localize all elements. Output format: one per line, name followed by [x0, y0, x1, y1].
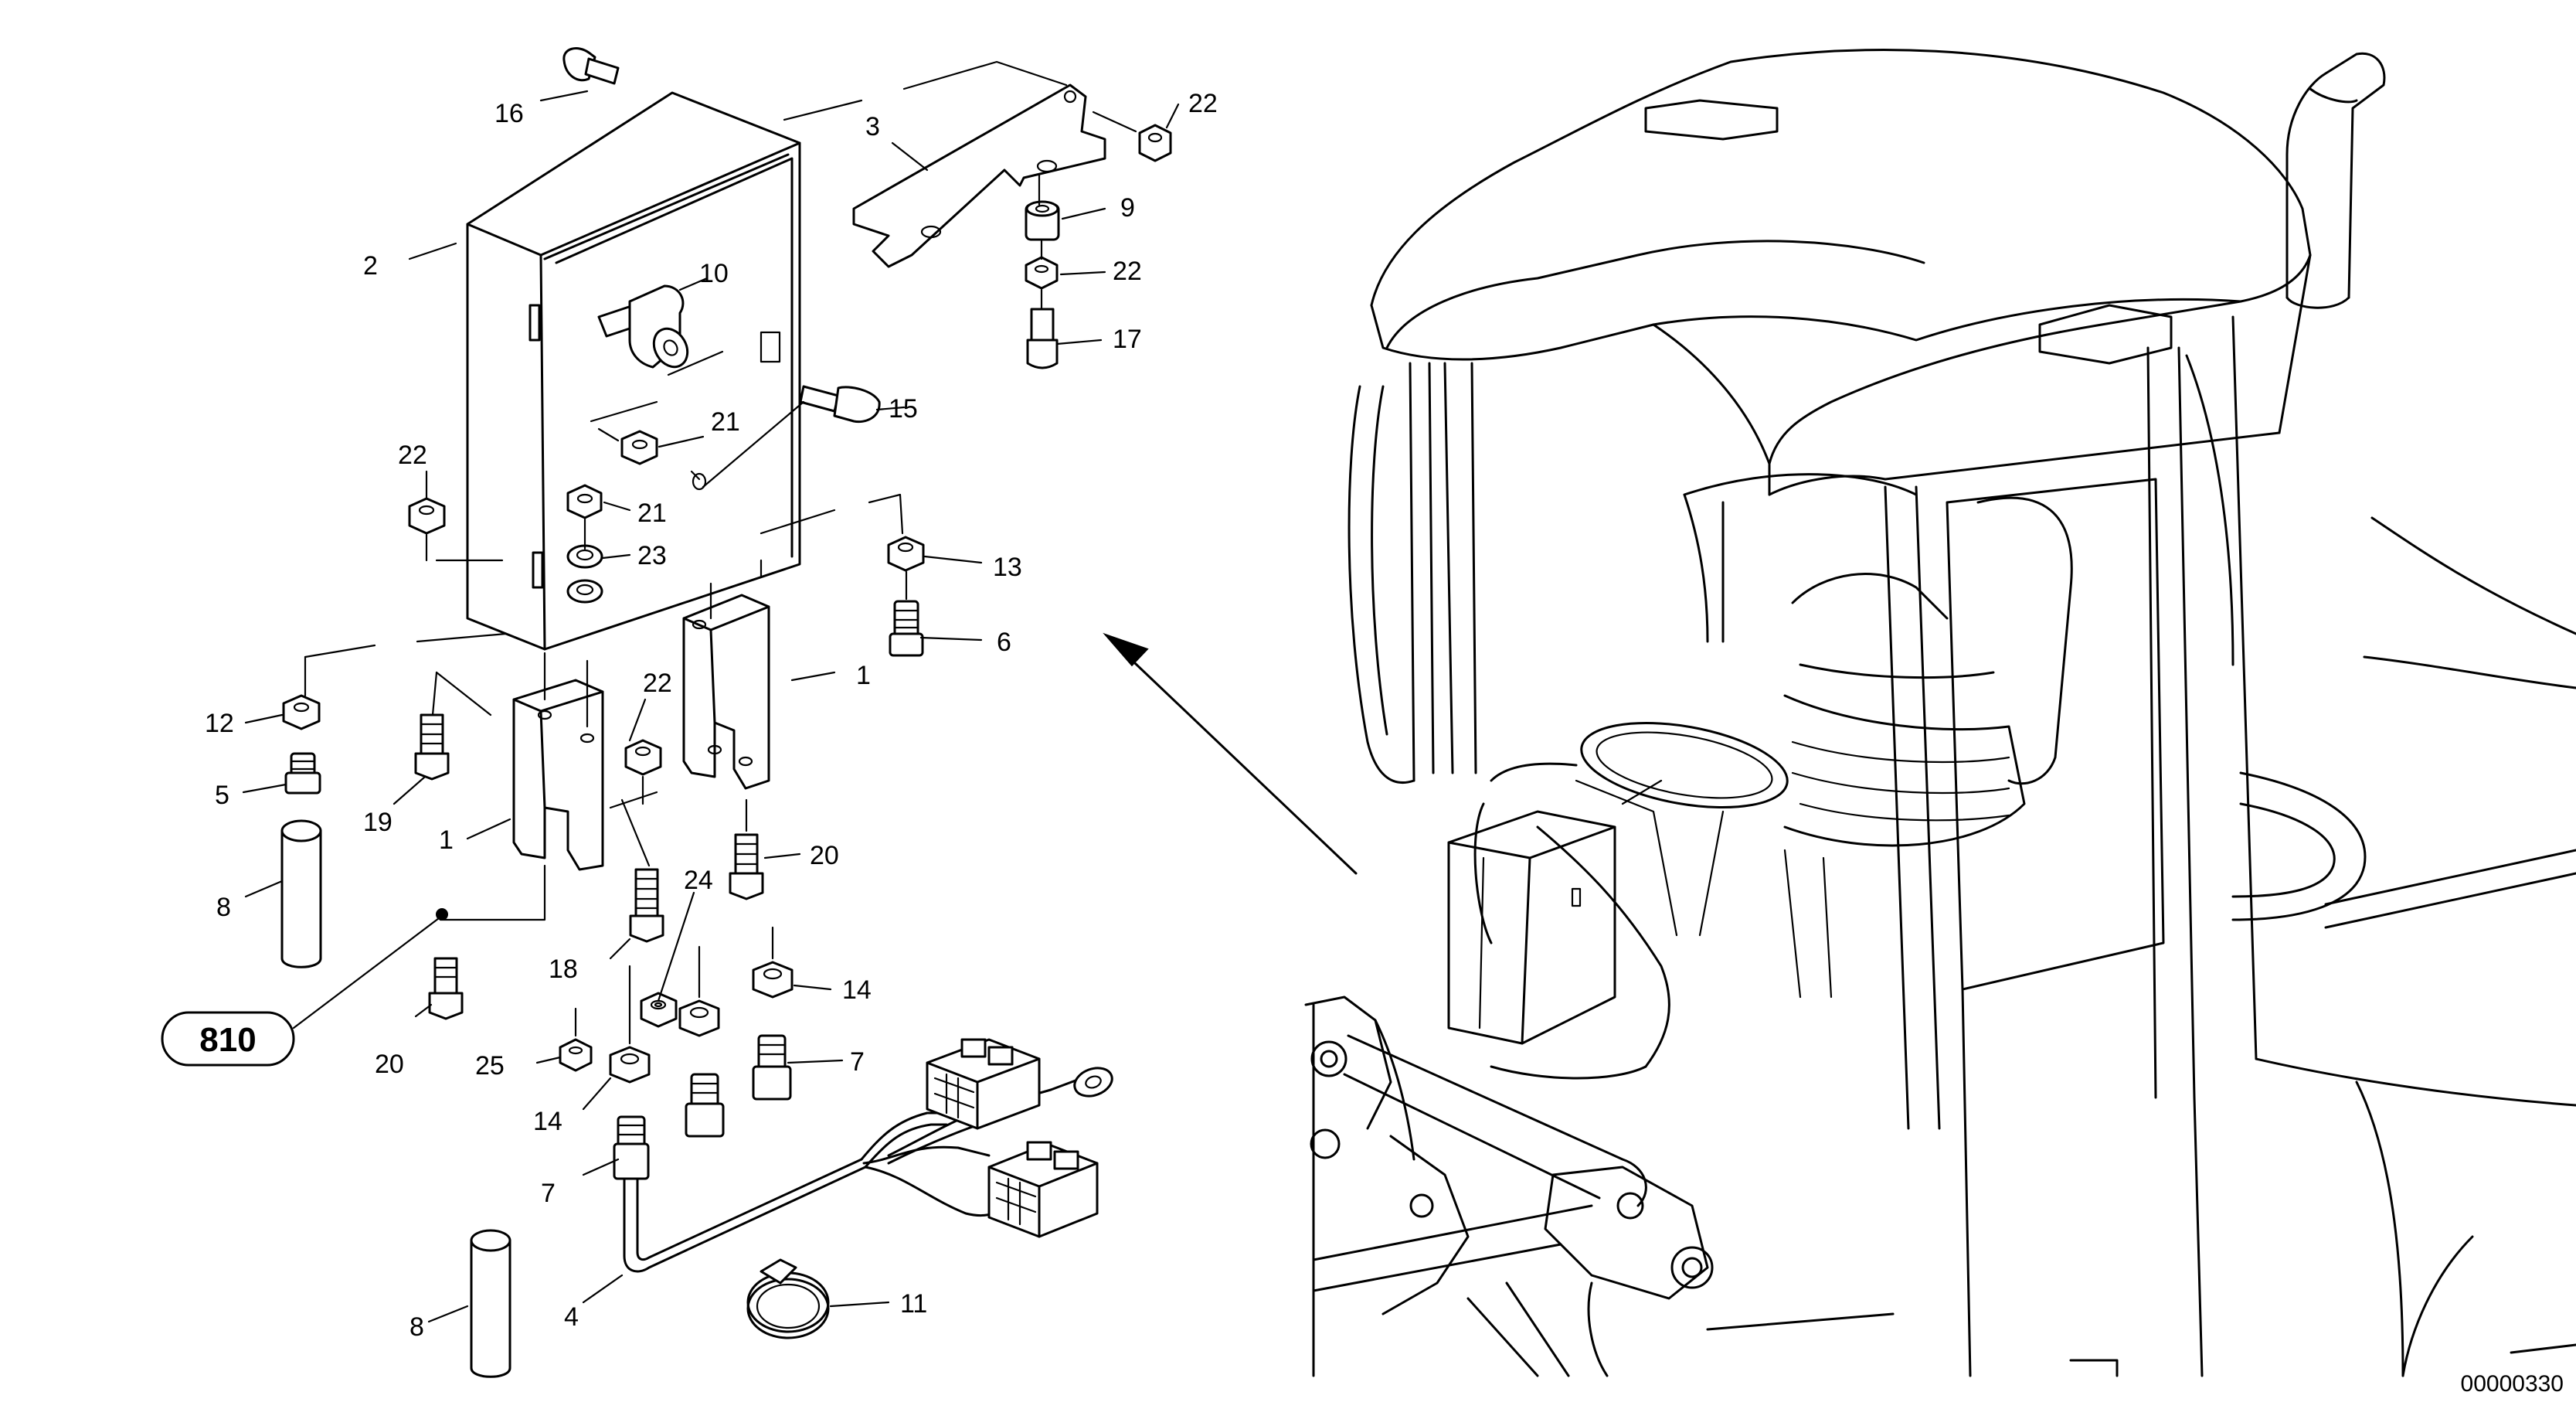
assembly-guide-lines [304, 60, 1137, 1045]
bracket-part-1-right [682, 594, 770, 790]
hole-marker [692, 472, 707, 491]
cable-harness-part-4 [623, 1038, 1113, 1273]
hose-clamp-part-11 [746, 1258, 830, 1339]
label-5: 5 [215, 781, 229, 810]
label-22-left: 22 [398, 441, 427, 470]
label-14-b: 14 [533, 1107, 562, 1136]
label-22-lower: 22 [643, 669, 672, 698]
nut-part-21-b [566, 484, 603, 519]
label-4: 4 [564, 1302, 579, 1332]
label-20-b: 20 [375, 1050, 404, 1079]
label-7-a: 7 [850, 1047, 865, 1077]
spacer-part-10 [597, 284, 689, 369]
label-15: 15 [889, 394, 918, 424]
nut-part-22-left [408, 497, 446, 535]
label-21-b: 21 [637, 499, 667, 528]
label-9: 9 [1120, 193, 1135, 223]
nut-part-14-b [609, 1046, 651, 1084]
nut-part-14-a [752, 961, 794, 999]
reference-810-callout: 810 [161, 908, 448, 1067]
label-24: 24 [684, 866, 713, 895]
label-6: 6 [997, 628, 1011, 657]
label-16: 16 [494, 99, 524, 128]
nut-part-24 [640, 992, 678, 1028]
nut-part-13 [887, 536, 925, 572]
bracket-part-3 [852, 83, 1106, 268]
control-box-part-2 [466, 91, 801, 651]
label-8-b: 8 [410, 1312, 424, 1342]
part-labels: 16 2 3 22 9 22 17 10 21 15 22 21 23 13 6… [205, 89, 1218, 1342]
nut-part-12 [282, 694, 321, 730]
bolt-part-18 [629, 868, 664, 943]
bolt-part-19 [414, 713, 450, 781]
label-10: 10 [699, 259, 729, 288]
drawing-code: 00000330 [2461, 1371, 2564, 1397]
label-3: 3 [865, 112, 880, 141]
label-1-left: 1 [439, 825, 454, 855]
nut-part-unlabeled [678, 999, 720, 1037]
label-21-a: 21 [711, 407, 740, 437]
bracket-part-1-left [512, 679, 604, 871]
stud-part-6 [889, 600, 924, 657]
bolt-part-15 [799, 385, 881, 424]
bolt-part-20-b [428, 957, 464, 1020]
label-7-b: 7 [541, 1179, 556, 1208]
fitting-part-unlabeled [685, 1073, 725, 1138]
label-8-a: 8 [216, 893, 231, 922]
tube-part-8-b [470, 1229, 511, 1378]
label-23: 23 [637, 541, 667, 570]
nut-part-22-lower [624, 739, 662, 776]
bolt-part-20-a [729, 833, 764, 900]
label-25: 25 [475, 1051, 505, 1081]
label-12: 12 [205, 709, 234, 738]
fitting-part-7-b [613, 1115, 650, 1180]
rubber-mount-part-9 [1025, 200, 1060, 241]
nut-part-25 [559, 1038, 593, 1072]
label-11: 11 [900, 1289, 927, 1319]
label-2: 2 [363, 251, 378, 281]
nut-part-22-top [1138, 124, 1172, 162]
label-14-a: 14 [842, 975, 872, 1005]
tube-part-8-a [280, 819, 322, 968]
label-22-mid: 22 [1113, 257, 1142, 286]
location-arrow [1103, 632, 1358, 875]
machine-cab-illustration [1304, 49, 2576, 1377]
nut-part-22-mid [1025, 256, 1059, 290]
bolt-part-17 [1026, 308, 1059, 369]
stud-part-5 [284, 752, 321, 795]
nut-part-21-a [620, 430, 658, 465]
fitting-part-7-a [752, 1034, 792, 1101]
label-13: 13 [993, 553, 1022, 582]
label-19: 19 [363, 808, 393, 837]
label-1-right: 1 [856, 661, 871, 690]
label-18: 18 [549, 955, 578, 984]
bolt-part-16 [562, 47, 620, 85]
reference-810-text: 810 [199, 1021, 256, 1059]
label-20-a: 20 [810, 841, 839, 870]
label-leader-lines [242, 90, 1180, 1323]
label-17: 17 [1113, 325, 1142, 354]
label-22-top: 22 [1188, 89, 1218, 118]
